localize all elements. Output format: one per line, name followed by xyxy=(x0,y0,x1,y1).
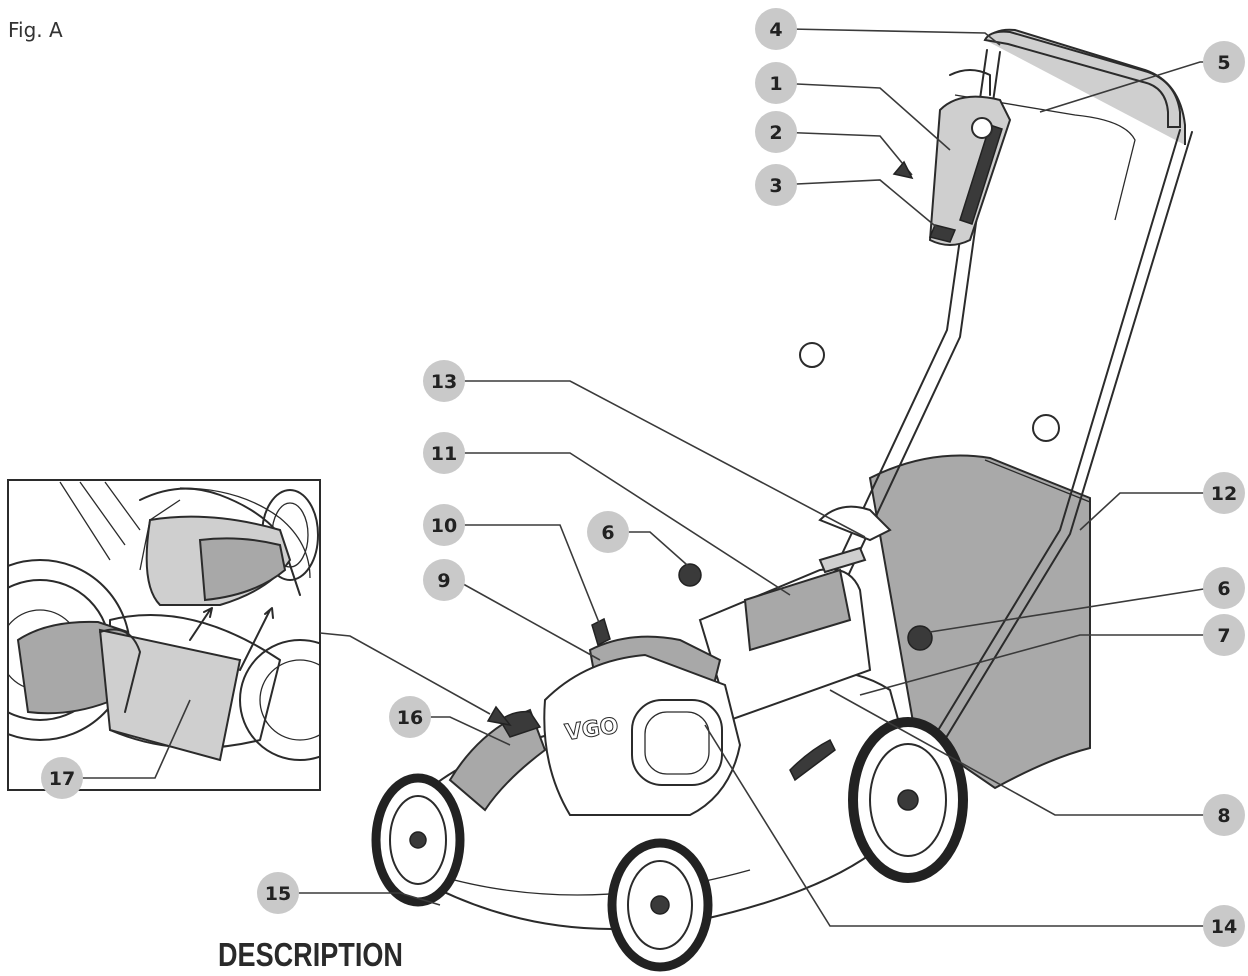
svg-text:8: 8 xyxy=(1217,805,1230,827)
description-heading: DESCRIPTION xyxy=(218,936,403,973)
wheel-front-right xyxy=(607,838,713,972)
callout-14: 14 xyxy=(1203,905,1245,947)
inset-detail xyxy=(7,479,321,791)
callout-11: 11 xyxy=(423,432,465,474)
callout-12: 12 xyxy=(1203,472,1245,514)
grass-bag xyxy=(868,454,1091,790)
svg-text:14: 14 xyxy=(1211,916,1237,938)
callout-6-left: 6 xyxy=(587,511,629,553)
svg-text:11: 11 xyxy=(431,443,457,465)
callout-3: 3 xyxy=(755,164,797,206)
svg-text:15: 15 xyxy=(265,883,291,905)
svg-text:7: 7 xyxy=(1217,625,1230,647)
svg-text:12: 12 xyxy=(1211,483,1237,505)
svg-text:16: 16 xyxy=(397,707,423,729)
callout-5: 5 xyxy=(1203,41,1245,83)
svg-text:6: 6 xyxy=(1217,578,1230,600)
svg-text:1: 1 xyxy=(769,73,782,95)
callout-1: 1 xyxy=(755,62,797,104)
wheel-front-left xyxy=(371,773,465,907)
svg-text:9: 9 xyxy=(437,570,450,592)
wheel-rear-right xyxy=(848,717,968,883)
callout-6-right: 6 xyxy=(1203,567,1245,609)
callout-13: 13 xyxy=(423,360,465,402)
switch-box xyxy=(928,69,1012,246)
svg-text:3: 3 xyxy=(769,175,782,197)
mower-deck xyxy=(378,505,922,930)
callout-16: 16 xyxy=(389,696,431,738)
callout-15: 15 xyxy=(257,872,299,914)
figure-label: Fig. A xyxy=(8,18,63,42)
svg-text:13: 13 xyxy=(431,371,457,393)
callout-4: 4 xyxy=(755,8,797,50)
svg-text:4: 4 xyxy=(769,19,782,41)
callout-9: 9 xyxy=(423,559,465,601)
wheels xyxy=(371,717,968,972)
svg-text:10: 10 xyxy=(431,515,457,537)
leader-lines xyxy=(75,28,1224,927)
svg-text:6: 6 xyxy=(601,522,614,544)
svg-text:5: 5 xyxy=(1217,52,1230,74)
svg-text:17: 17 xyxy=(49,768,75,790)
svg-text:2: 2 xyxy=(769,122,782,144)
callout-2: 2 xyxy=(755,111,797,153)
callout-10: 10 xyxy=(423,504,465,546)
callout-7: 7 xyxy=(1203,614,1245,656)
handle xyxy=(678,28,1193,765)
callout-17: 17 xyxy=(41,757,83,799)
callout-8: 8 xyxy=(1203,794,1245,836)
